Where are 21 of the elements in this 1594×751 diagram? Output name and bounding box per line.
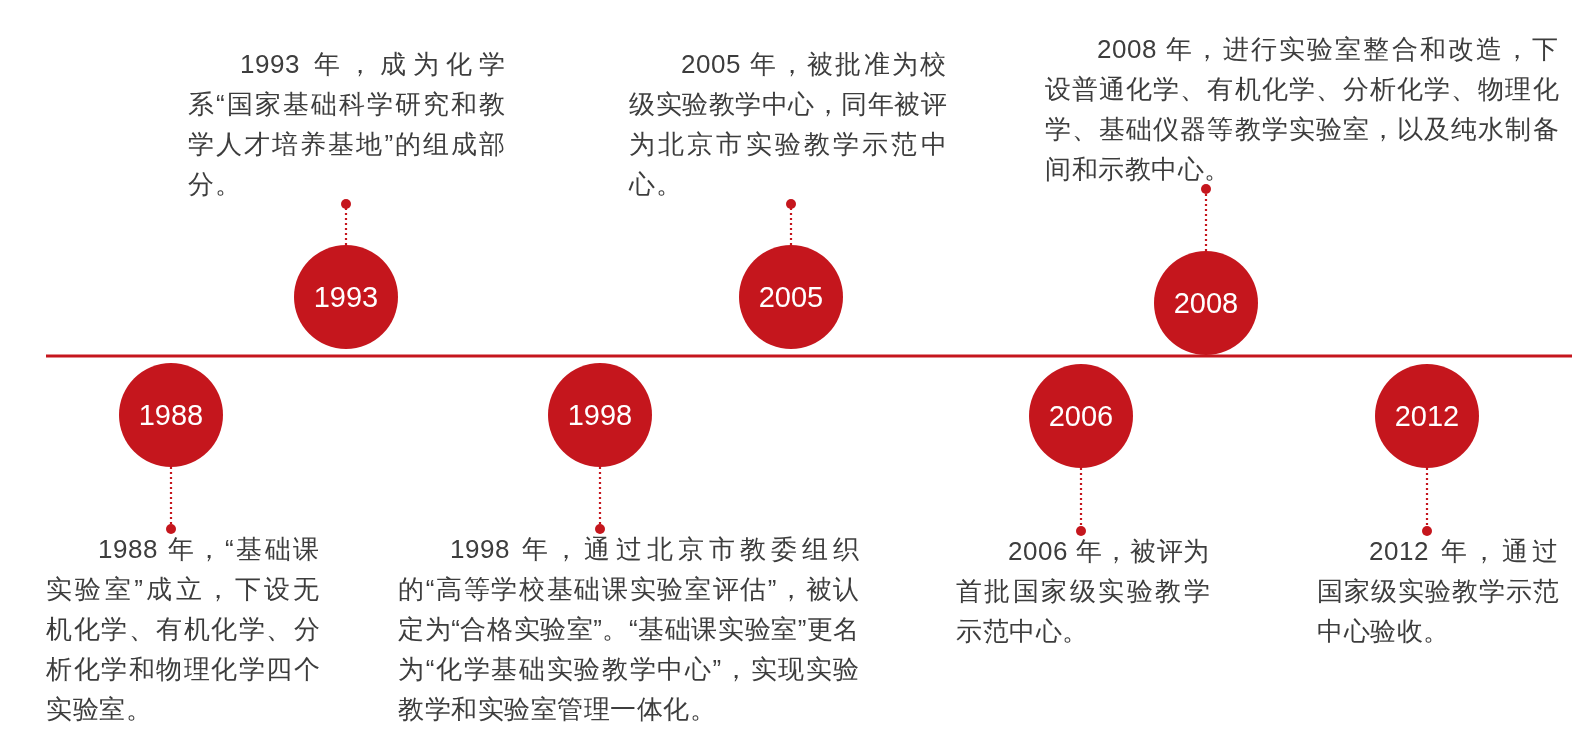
year-circle: 1998: [548, 363, 652, 467]
year-circle: 2008: [1154, 251, 1258, 355]
event-description: 1998 年，通过北京市教委组织的“高等学校基础课实验室评估”，被认定为“合格实验室”。“基础课实验室”更名为“化学基础实验教学中心”，实现实验教学和实验室管理一体化。: [398, 529, 860, 729]
year-circle: 1993: [294, 245, 398, 349]
leader-line: [595, 467, 605, 534]
event-description: 2012 年，通过国家级实验教学示范中心验收。: [1317, 531, 1559, 651]
year-circle: 2005: [739, 245, 843, 349]
leader-line: [341, 199, 351, 245]
event-description: 2006 年，被评为首批国家级实验教学示范中心。: [956, 531, 1210, 651]
leader-line: [1422, 468, 1432, 536]
event-description: 2005 年，被批准为校级实验教学中心，同年被评为北京市实验教学示范中心。: [629, 44, 947, 204]
event-description: 1993 年，成为化学系“国家基础科学研究和教学人才培养基地”的组成部分。: [188, 44, 506, 204]
event-description: 2008 年，进行实验室整合和改造，下设普通化学、有机化学、分析化学、物理化学、基础仪器等教学实验室，以及纯水制备间和示教中心。: [1045, 29, 1559, 189]
leader-line: [786, 199, 796, 245]
year-circle: 1988: [119, 363, 223, 467]
leader-line: [166, 467, 176, 534]
event-description: 1988 年，“基础课实验室”成立，下设无机化学、有机化学、分析化学和物理化学四个实验室。: [46, 529, 320, 729]
year-circle: 2006: [1029, 364, 1133, 468]
year-circle: 2012: [1375, 364, 1479, 468]
leader-line: [1201, 184, 1211, 251]
leader-line: [1076, 468, 1086, 536]
